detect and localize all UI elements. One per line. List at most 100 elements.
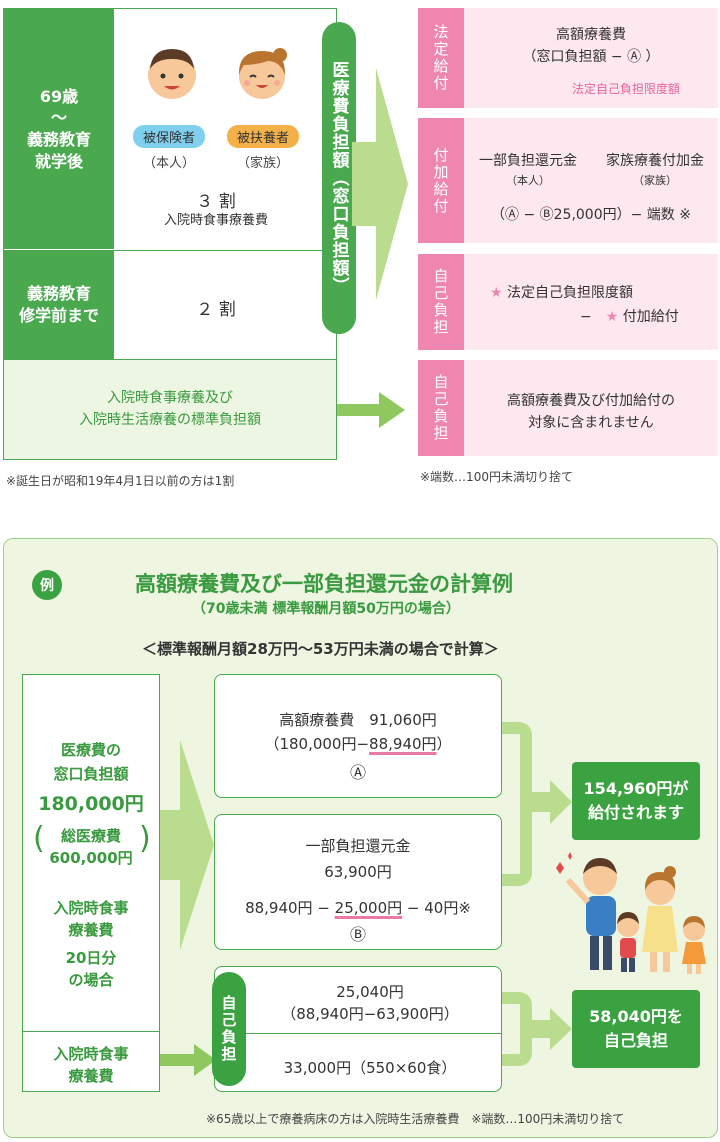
meal-l1: 入院時食事 [53,899,129,917]
days-l1: 20日分 [65,949,117,967]
age-label-3: 就学後 [34,151,83,171]
woman-face-icon [238,48,287,99]
high-cost-title: 高額療養費 [556,27,626,43]
upper-ratio-cell: 被保険者 （本人） 被扶養者 （家族） ３ 割 入院時食事療養費 [114,9,336,249]
mark-a: Ⓐ [349,763,366,782]
insured-badge: 被保険者 [132,125,205,148]
additional-benefit-box: 一部負担還元金 （本人） 家族療養付加金 （家族） （Ⓐ − Ⓑ25,000円）… [464,118,718,243]
insured-person-avatar [144,43,200,107]
ratio-3-sub: 入院時食事療養費 [163,213,268,228]
divider [239,1033,501,1034]
example-subtitle: （70歳未満 標準報酬月額50万円の場合） [192,601,460,617]
divider [4,359,336,360]
pre-school-label-2: 修学前まで [18,306,99,325]
footnote-right: ※端数…100円未満切り捨て [420,470,573,484]
arrow-right-icon [337,392,405,428]
example-badge: 例 [32,570,62,600]
divider [23,1031,159,1032]
partial-refund-calc-box: 一部負担還元金 63,900円 88,940円 − 25,000円 − 40円※… [214,814,502,950]
meal-line-2: 入院時生活療養の標準負担額 [79,411,261,428]
self-pay-box: ★ 法定自己負担限度額 − ★ 付加給付 [464,254,718,350]
self-pay-line-2: − ★ 付加給付 [580,309,679,325]
self-pay-result-l2: 自己負担 [603,1031,668,1050]
dependent-group: 被扶養者 （家族） [218,125,308,171]
insured-group: 被保険者 （本人） [124,125,214,171]
window-payment-amount: 180,000円 [38,793,144,815]
total-medical-l2: 600,000円 [49,849,133,867]
age-69-school-after-cell: 69歳 〜 義務教育 就学後 [4,9,114,249]
self-pay-pill: 自己負担 [212,972,246,1086]
benefit-result-box: 154,960円が給付されます [572,762,700,840]
ratio-2: ２ 割 [196,300,236,320]
box-a-title: 高額療養費 91,060円 [279,711,437,729]
dependent-sub: （家族） [236,156,289,171]
meal-l2: 療養費 [68,921,114,939]
box-b-title: 一部負担還元金 [305,837,411,855]
bracket-arrow-icon [502,992,572,1066]
additional-benefit-label: 付加給付 [418,118,464,243]
self-pay-label-2: 自己負担 [418,360,464,456]
meal-standard-burden-row: 入院時食事療養及び 入院時生活療養の標準負担額 [4,360,336,459]
statutory-benefit-label: 法定給付 [418,8,464,108]
meal-cost-l1: 入院時食事 [53,1045,129,1063]
box-a-formula: （180,000円−88,940円） [264,735,452,753]
lower-ratio-cell: ２ 割 [114,251,336,359]
window-payment-box: 医療費の 窓口負担額 180,000円 総医療費 600,000円 ( ) 入院… [22,674,160,1092]
pre-school-label-1: 義務教育 [26,284,91,304]
family-illustration-icon [556,852,706,974]
box-c-l2: （88,940円−63,900円） [281,1005,459,1023]
benefit-result-l2: 給付されます [587,803,684,822]
example-footnote: ※65歳以上で療養病床の方は入院時生活療養費 ※端数…100円未満切り捨て [206,1112,625,1126]
additional-formula: （Ⓐ − Ⓑ25,000円）− 端数 ※ [491,207,691,223]
paren-right: ) [139,821,151,856]
self-pay-line-1: ★ 法定自己負担限度額 [490,285,634,301]
statutory-limit-note: 法定自己負担限度額 [572,82,681,96]
divider [4,250,336,251]
box-c-l1: 25,040円 [336,983,404,1001]
family-additional-sub: （家族） [633,174,677,187]
benefit-result-l1: 154,960円が [583,779,689,798]
dependent-person-avatar [234,43,290,107]
man-face-icon [148,49,196,99]
medical-burden-pill: 医療費負担額（窓口負担額） [322,22,356,334]
arrow-right-icon [160,740,214,950]
self-pay-calc-box: 25,040円 （88,940円−63,900円） 33,000円（550×60… [214,966,502,1092]
not-covered-box: 高額療養費及び付加給付の 対象に含まれません [464,360,718,456]
age-label: 69歳 [39,86,79,106]
box-c-l3: 33,000円（550×60食） [283,1059,457,1077]
meal-line-1: 入院時食事療養及び [107,389,233,406]
statutory-benefit-box: 高額療養費 （窓口負担額 − Ⓐ ） 法定自己負担限度額 [464,8,718,108]
example-condition: ＜標準報酬月額28万円〜53万円未満の場合で計算＞ [142,640,499,658]
box-b-formula: 88,940円 − 25,000円 − 40円※ [245,899,471,917]
self-pay-result-box: 58,040円を自己負担 [572,990,700,1068]
arrow-right-icon [352,68,408,300]
self-pay-result-l1: 58,040円を [589,1007,683,1026]
star-icon: ★ [490,285,503,301]
not-covered-line-1: 高額療養費及び付加給付の [507,393,675,409]
not-covered-line-2: 対象に含まれません [528,415,654,431]
footnote-left: ※誕生日が昭和19年4月1日以前の方は1割 [6,474,235,488]
window-payment-l2: 窓口負担額 [53,765,129,783]
partial-refund-sub: （本人） [506,174,550,187]
high-cost-formula: （窓口負担額 − Ⓐ ） [522,49,660,65]
dependent-badge: 被扶養者 [226,125,299,148]
days-l2: の場合 [68,971,114,989]
ratio-3: ３ 割 [196,192,236,212]
family-additional-label: 家族療養付加金 [606,153,704,169]
example-title: 高額療養費及び一部負担還元金の計算例 [135,572,513,596]
high-cost-calc-box: 高額療養費 91,060円 （180,000円−88,940円） Ⓐ [214,674,502,798]
box-b-amount: 63,900円 [324,863,392,881]
insured-sub: （本人） [142,156,195,171]
arrow-right-icon [160,1044,216,1076]
age-tilde: 〜 [50,108,67,128]
bracket-arrow-icon [502,722,572,886]
pre-school-cell: 義務教育 修学前まで [4,251,114,359]
total-medical-l1: 総医療費 [60,827,121,845]
star-icon: ★ [605,309,619,325]
window-payment-l1: 医療費の [60,741,121,759]
mark-b: Ⓑ [349,925,366,944]
self-pay-label: 自己負担 [418,254,464,350]
partial-refund-label: 一部負担還元金 [479,153,577,169]
meal-cost-l2: 療養費 [68,1067,114,1085]
paren-left: ( [33,821,45,856]
